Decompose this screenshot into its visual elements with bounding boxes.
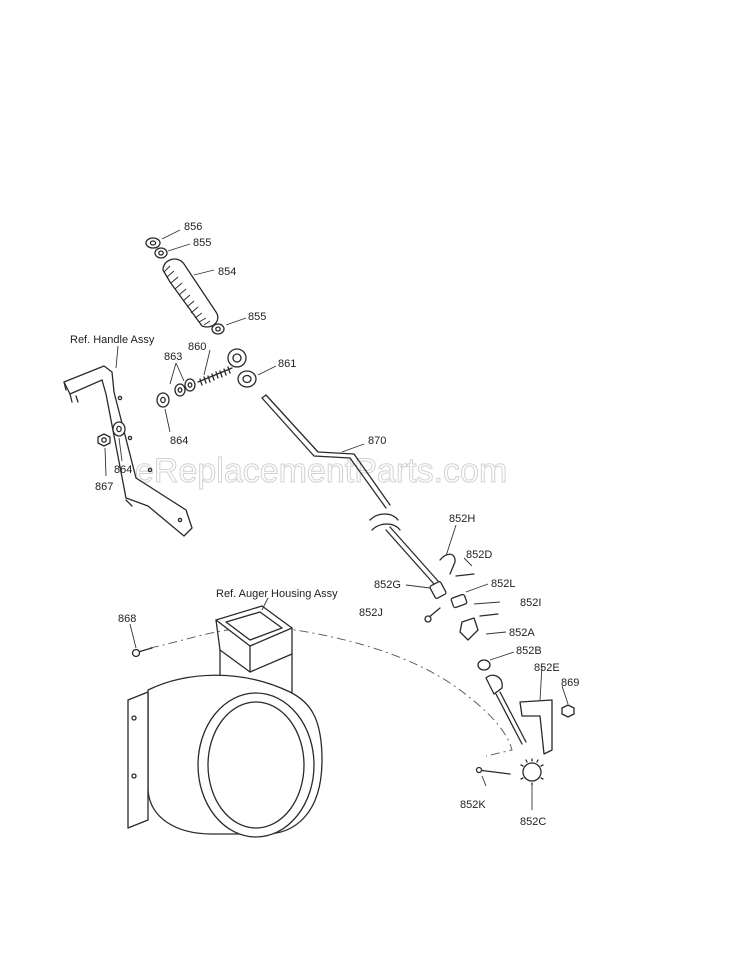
handle-assembly <box>63 365 193 537</box>
callout-852H: 852H <box>449 513 475 525</box>
callout-861: 861 <box>278 358 296 370</box>
callout-860: 860 <box>188 341 206 353</box>
lower-linkage <box>424 553 575 786</box>
callout-852I: 852I <box>520 597 541 609</box>
callout-864-upper: 864 <box>170 435 188 447</box>
callout-869: 869 <box>561 677 579 689</box>
callout-852D: 852D <box>466 549 492 561</box>
eye-bolt <box>227 348 247 368</box>
callout-852A: 852A <box>509 627 535 639</box>
watermark-text: eReplacementParts.com <box>135 452 507 490</box>
leader-lines <box>104 229 569 810</box>
washers-863 <box>174 378 196 397</box>
callout-852G: 852G <box>374 579 401 591</box>
crank-rod-870 <box>261 394 439 585</box>
washer-864-b <box>156 392 170 408</box>
callout-863: 863 <box>164 351 182 363</box>
callout-852B: 852B <box>516 645 542 657</box>
callout-852C: 852C <box>520 816 546 828</box>
callout-870: 870 <box>368 435 386 447</box>
callout-868: 868 <box>118 613 136 625</box>
callout-852K: 852K <box>460 799 486 811</box>
washer-864 <box>112 421 126 437</box>
nut-867 <box>97 433 111 447</box>
callout-854: 854 <box>218 266 236 278</box>
grip-854 <box>162 258 219 328</box>
bushing-861 <box>237 370 257 388</box>
phantom-path <box>149 626 513 757</box>
callout-852J: 852J <box>359 607 383 619</box>
callout-852E: 852E <box>534 662 560 674</box>
spring-860 <box>197 366 233 386</box>
callout-867: 867 <box>95 481 113 493</box>
callout-856: 856 <box>184 221 202 233</box>
washer-855-mid <box>211 323 225 335</box>
callout-852L: 852L <box>491 578 515 590</box>
washer-855-top <box>154 247 168 259</box>
cap-856 <box>145 237 161 249</box>
callout-864-lower: 864 <box>114 464 132 476</box>
ref-auger-housing-assy-label: Ref. Auger Housing Assy <box>216 588 338 600</box>
ref-handle-assy-label: Ref. Handle Assy <box>70 334 155 346</box>
callout-855-top: 855 <box>193 237 211 249</box>
callout-855-mid: 855 <box>248 311 266 323</box>
auger-housing <box>127 605 323 838</box>
